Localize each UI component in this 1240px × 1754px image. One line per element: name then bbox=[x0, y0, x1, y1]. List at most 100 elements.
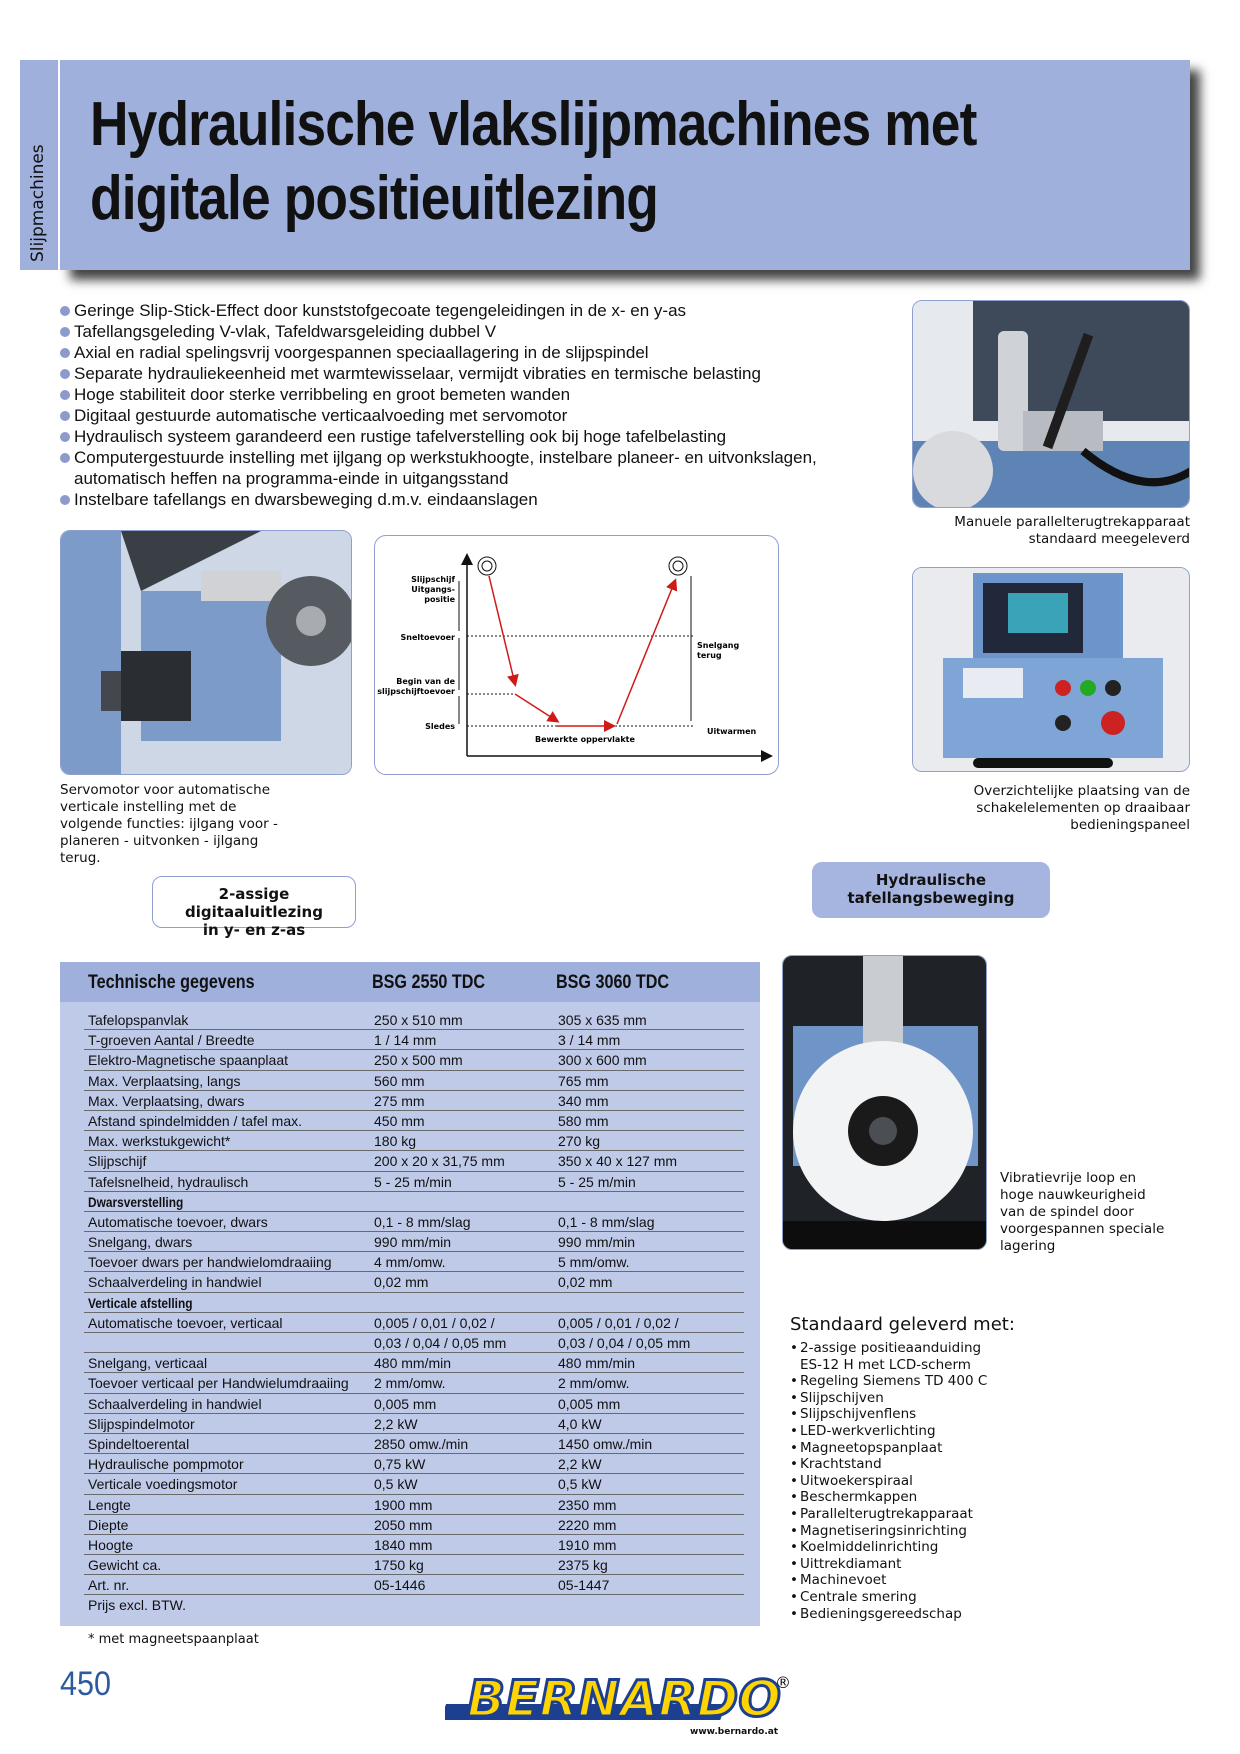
spec-value: 0,1 - 8 mm/slag bbox=[558, 1213, 655, 1230]
svg-text:slijpschijftoevoer: slijpschijftoevoer bbox=[377, 687, 455, 696]
spec-header-row: Technische gegevens BSG 2550 TDC BSG 306… bbox=[60, 962, 760, 1002]
spec-value: 2 mm/omw. bbox=[558, 1375, 630, 1392]
website: www.bernardo.at bbox=[690, 1727, 779, 1737]
feature-item: Hoge stabiliteit door sterke verribbelin… bbox=[60, 384, 860, 405]
spec-value: 05-1447 bbox=[558, 1577, 610, 1594]
spec-value: 1840 mm bbox=[374, 1536, 433, 1553]
standard-item: Bedieningsgereedschap bbox=[790, 1606, 987, 1623]
spec-value: 0,03 / 0,04 / 0,05 mm bbox=[374, 1335, 507, 1351]
spec-label: Slijpschijf bbox=[88, 1153, 147, 1170]
spec-label: Hydraulische pompmotor bbox=[88, 1456, 244, 1473]
spec-row: Prijs excl. BTW. bbox=[84, 1595, 744, 1615]
standard-item: Regeling Siemens TD 400 C bbox=[790, 1373, 987, 1390]
spec-label: Prijs excl. BTW. bbox=[88, 1597, 187, 1614]
spec-value: 340 mm bbox=[558, 1092, 609, 1109]
spec-header-label: Technische gegevens bbox=[88, 972, 255, 993]
footnote: * met magneetspaanplaat bbox=[88, 1632, 259, 1647]
page-number: 450 bbox=[60, 1665, 112, 1703]
label-slides: Sledes bbox=[425, 722, 455, 731]
standard-item: Uitwoekerspiraal bbox=[790, 1473, 987, 1490]
spec-label: Schaalverdeling in handwiel bbox=[88, 1274, 262, 1291]
spec-section-header: Verticale afstelling bbox=[84, 1293, 744, 1313]
spec-value: 5 mm/omw. bbox=[558, 1254, 630, 1271]
spec-label: Tafelopspanvlak bbox=[88, 1012, 189, 1028]
spec-value: 1750 kg bbox=[374, 1557, 424, 1574]
feature-item: Separate hydrauliekeenheid met warmtewis… bbox=[60, 363, 860, 384]
spec-label: Afstand spindelmidden / tafel max. bbox=[88, 1112, 303, 1129]
spec-value: 2,2 kW bbox=[374, 1415, 418, 1432]
photo-spindle bbox=[782, 955, 987, 1250]
spec-value: 0,02 mm bbox=[374, 1274, 429, 1291]
spec-value: 5 - 25 m/min bbox=[374, 1173, 452, 1190]
spec-value: 1910 mm bbox=[558, 1536, 617, 1553]
spec-row: Schaalverdeling in handwiel 0,02 mm 0,02 m… bbox=[84, 1272, 744, 1293]
photo-parallel-retraction bbox=[912, 300, 1190, 508]
spec-value: 0,5 kW bbox=[374, 1476, 418, 1493]
spec-label: Toevoer verticaal per Handwielumdraaiing bbox=[88, 1375, 349, 1392]
standard-item: Slijpschijvenflens bbox=[790, 1406, 987, 1423]
spec-value: 0,5 kW bbox=[558, 1476, 602, 1493]
spec-value: 4,0 kW bbox=[558, 1415, 602, 1432]
spec-table: Technische gegevens BSG 2550 TDC BSG 306… bbox=[60, 962, 760, 1626]
spec-value: 1900 mm bbox=[374, 1496, 433, 1513]
spec-label: Max. werkstukgewicht* bbox=[88, 1133, 231, 1150]
label-rapid-feed: Sneltoevoer bbox=[401, 633, 456, 642]
photo-servo-motor bbox=[60, 530, 352, 775]
feature-item: Hydraulisch systeem garandeerd een rusti… bbox=[60, 426, 860, 447]
bernardo-logo: BERNARDO ® bbox=[440, 1652, 795, 1732]
spec-value: 0,02 mm bbox=[558, 1274, 613, 1291]
spec-value: 2 mm/omw. bbox=[374, 1375, 446, 1392]
label-rapid-return: Snelgang bbox=[697, 641, 739, 650]
spec-header-model-2: BSG 3060 TDC bbox=[556, 972, 670, 993]
feature-item: Digitaal gestuurde automatische verticaa… bbox=[60, 405, 860, 426]
feature-item: Instelbare tafellangs en dwarsbeweging d… bbox=[60, 489, 860, 510]
standard-item: Magneetopspanplaat bbox=[790, 1440, 987, 1457]
standard-item: ES-12 H met LCD-scherm bbox=[800, 1356, 971, 1373]
spec-label: Automatische toevoer, dwars bbox=[88, 1213, 268, 1230]
spec-label: Gewicht ca. bbox=[88, 1557, 162, 1574]
spec-section-header: Dwarsverstelling bbox=[84, 1192, 744, 1212]
spec-value: 5 - 25 m/min bbox=[558, 1173, 636, 1190]
label-surface: Bewerkte oppervlakte bbox=[535, 735, 635, 744]
spec-value: 2050 mm bbox=[374, 1516, 433, 1533]
standard-item: Uittrekdiamant bbox=[790, 1556, 987, 1573]
spec-label: Max. Verplaatsing, langs bbox=[88, 1072, 241, 1089]
spec-label: Verticale afstelling bbox=[88, 1294, 193, 1311]
spec-value: 0,03 / 0,04 / 0,05 mm bbox=[558, 1335, 691, 1351]
spec-label: Hoogte bbox=[88, 1536, 134, 1553]
standard-item: Parallelterugtrekapparaat bbox=[790, 1506, 987, 1523]
spec-row: Verticale voedingsmotor 0,5 kW 0,5 kW bbox=[84, 1474, 744, 1495]
spec-value: 560 mm bbox=[374, 1072, 425, 1089]
spec-value: 2850 omw./min bbox=[374, 1435, 469, 1452]
spec-label: Toevoer dwars per handwielomdraaiing bbox=[88, 1254, 332, 1271]
spec-value: 450 mm bbox=[374, 1112, 425, 1129]
spec-label: Art. nr. bbox=[88, 1577, 130, 1594]
spec-value: 0,005 mm bbox=[558, 1395, 621, 1412]
spec-value: 0,1 - 8 mm/slag bbox=[374, 1213, 471, 1230]
spec-value: 250 x 510 mm bbox=[374, 1012, 463, 1028]
spec-label: Verticale voedingsmotor bbox=[88, 1476, 238, 1493]
registered-mark: ® bbox=[775, 1673, 791, 1692]
spec-value: 0,005 / 0,01 / 0,02 / bbox=[374, 1314, 495, 1331]
spec-value: 990 mm/min bbox=[374, 1234, 452, 1251]
standard-item: 2-assige positieaanduiding bbox=[790, 1340, 987, 1357]
spec-label: Max. Verplaatsing, dwars bbox=[88, 1092, 245, 1109]
spec-row: Afstand spindelmidden / tafel max. 450 mm… bbox=[84, 1111, 744, 1132]
spec-label: Snelgang, verticaal bbox=[88, 1355, 208, 1372]
spec-value: 1450 omw./min bbox=[558, 1435, 653, 1452]
spec-value: 250 x 500 mm bbox=[374, 1052, 463, 1069]
